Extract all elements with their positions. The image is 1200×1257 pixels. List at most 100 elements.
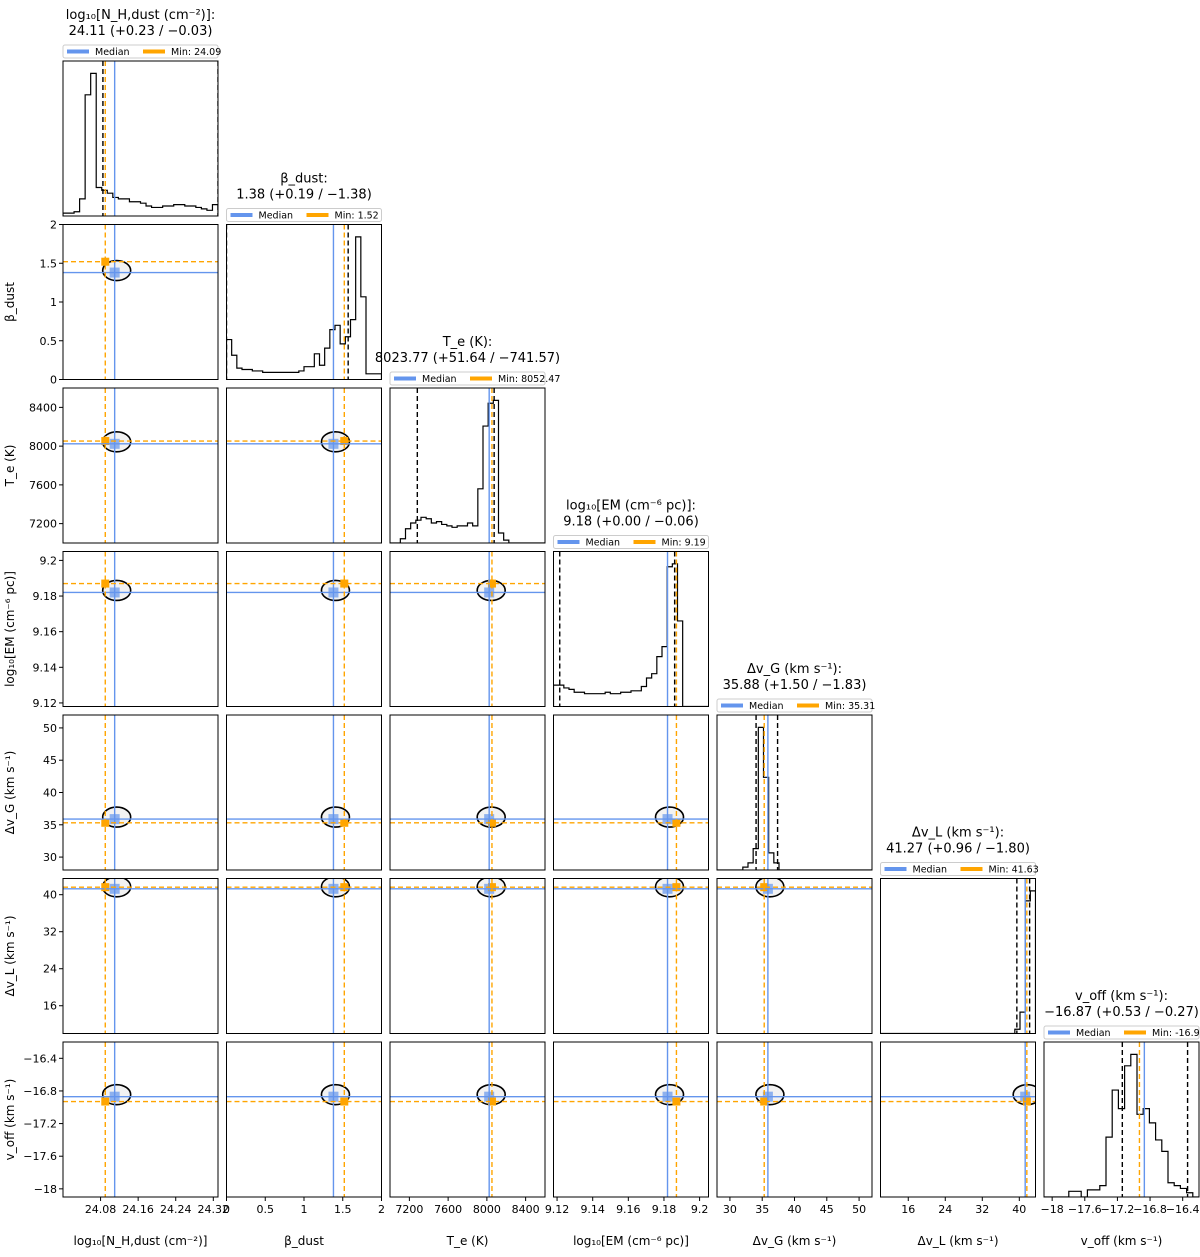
panel-dvl-em — [553, 878, 709, 1034]
axes-frame — [553, 714, 709, 871]
axes-frame — [553, 1041, 709, 1198]
panel-te-beta — [226, 387, 382, 544]
x-tick-label: 8400 — [512, 1203, 540, 1216]
x-tick-label: −18 — [1041, 1203, 1064, 1216]
legend-median-label: Median — [422, 374, 457, 385]
title-beta-line-0: β_dust: — [280, 172, 328, 187]
y-axis-label-dvl: Δv_L (km s⁻¹) — [3, 915, 17, 996]
y-tick-label: 35 — [43, 819, 57, 832]
title-nh-line-1: 24.11 (+0.23 / −0.03) — [69, 24, 213, 39]
x-tick-label: −16.8 — [1133, 1203, 1167, 1216]
axes-frame — [1043, 1041, 1200, 1198]
axes-frame — [553, 551, 709, 707]
y-tick-label: 40 — [43, 889, 57, 902]
axes-frame — [62, 551, 219, 707]
axes-frame — [226, 551, 382, 707]
y-tick-label: 32 — [43, 926, 57, 939]
title-em-line-0: log₁₀[EM (cm⁻⁶ pc)]: — [566, 499, 696, 514]
y-tick-label: 1.5 — [40, 257, 58, 270]
title-dvg-line-0: Δv_G (km s⁻¹): — [747, 662, 842, 677]
axes-frame — [716, 1041, 873, 1198]
x-tick-label: 9.16 — [616, 1203, 641, 1216]
x-axis-label-voff: v_off (km s⁻¹) — [1081, 1234, 1163, 1248]
x-tick-label: 32 — [975, 1203, 989, 1216]
panel-em-beta — [226, 551, 382, 707]
y-tick-label: 45 — [43, 754, 57, 767]
histogram-voff — [1044, 1053, 1199, 1197]
y-tick-label: 16 — [43, 1000, 57, 1013]
legend-min-label: Min: -16.93 — [1152, 1028, 1200, 1039]
y-tick-label: 0 — [50, 374, 57, 387]
histogram-beta — [226, 236, 382, 380]
y-tick-label: 2 — [50, 219, 57, 232]
x-tick-label: 8000 — [473, 1203, 501, 1216]
x-axis-label-dvl: Δv_L (km s⁻¹) — [917, 1234, 998, 1248]
panel-beta-nh: 00.511.52β_dust — [3, 219, 219, 387]
x-tick-label: 24.08 — [85, 1203, 117, 1216]
x-tick-label: 24.32 — [198, 1203, 230, 1216]
x-tick-label: 9.14 — [580, 1203, 605, 1216]
axes-frame — [62, 878, 219, 1034]
x-tick-label: 2 — [378, 1203, 385, 1216]
axes-frame — [62, 1041, 219, 1198]
x-tick-label: 24.16 — [122, 1203, 154, 1216]
axes-frame — [880, 1041, 1036, 1198]
min-marker — [340, 437, 349, 446]
x-tick-label: 1.5 — [334, 1203, 352, 1216]
x-tick-label: 7200 — [395, 1203, 423, 1216]
y-tick-label: 7600 — [29, 479, 57, 492]
y-tick-label: −17.6 — [23, 1150, 57, 1163]
axes-frame — [62, 60, 219, 217]
title-voff-line-0: v_off (km s⁻¹): — [1075, 989, 1168, 1004]
legend-min-label: Min: 1.52 — [335, 211, 379, 222]
x-tick-label: 45 — [820, 1203, 834, 1216]
y-tick-label: −17.2 — [23, 1118, 57, 1131]
y-tick-label: 9.18 — [33, 590, 58, 603]
y-tick-label: −16.8 — [23, 1085, 57, 1098]
axes-frame — [716, 714, 873, 871]
x-tick-label: 40 — [1012, 1203, 1026, 1216]
legend-min-label: Min: 35.31 — [825, 701, 875, 712]
x-axis-label-te: T_e (K) — [446, 1234, 489, 1248]
axes-frame — [226, 714, 382, 871]
y-tick-label: 1 — [50, 296, 57, 309]
y-tick-label: 9.14 — [33, 661, 58, 674]
title-beta-line-1: 1.38 (+0.19 / −1.38) — [236, 188, 372, 203]
legend-median-label: Median — [913, 865, 948, 876]
y-tick-label: 7200 — [29, 518, 57, 531]
x-tick-label: 9.2 — [691, 1203, 709, 1216]
y-axis-label-te: T_e (K) — [3, 445, 17, 488]
x-tick-label: 24 — [938, 1203, 952, 1216]
panel-dvl-te — [389, 878, 546, 1034]
axes-frame — [226, 387, 382, 544]
x-tick-label: 0.5 — [257, 1203, 275, 1216]
title-te-line-1: 8023.77 (+51.64 / −741.57) — [375, 351, 560, 366]
y-axis-label-voff: v_off (km s⁻¹) — [3, 1079, 17, 1161]
panel-dvl-beta — [226, 878, 382, 1034]
x-tick-label: −16.4 — [1166, 1203, 1200, 1216]
axes-frame — [62, 714, 219, 871]
axes-frame — [226, 224, 382, 380]
x-tick-label: 9.12 — [545, 1203, 570, 1216]
histogram-dvg — [717, 726, 872, 870]
x-tick-label: 16 — [901, 1203, 915, 1216]
panel-em-te — [389, 551, 546, 707]
y-tick-label: 9.12 — [33, 697, 58, 710]
